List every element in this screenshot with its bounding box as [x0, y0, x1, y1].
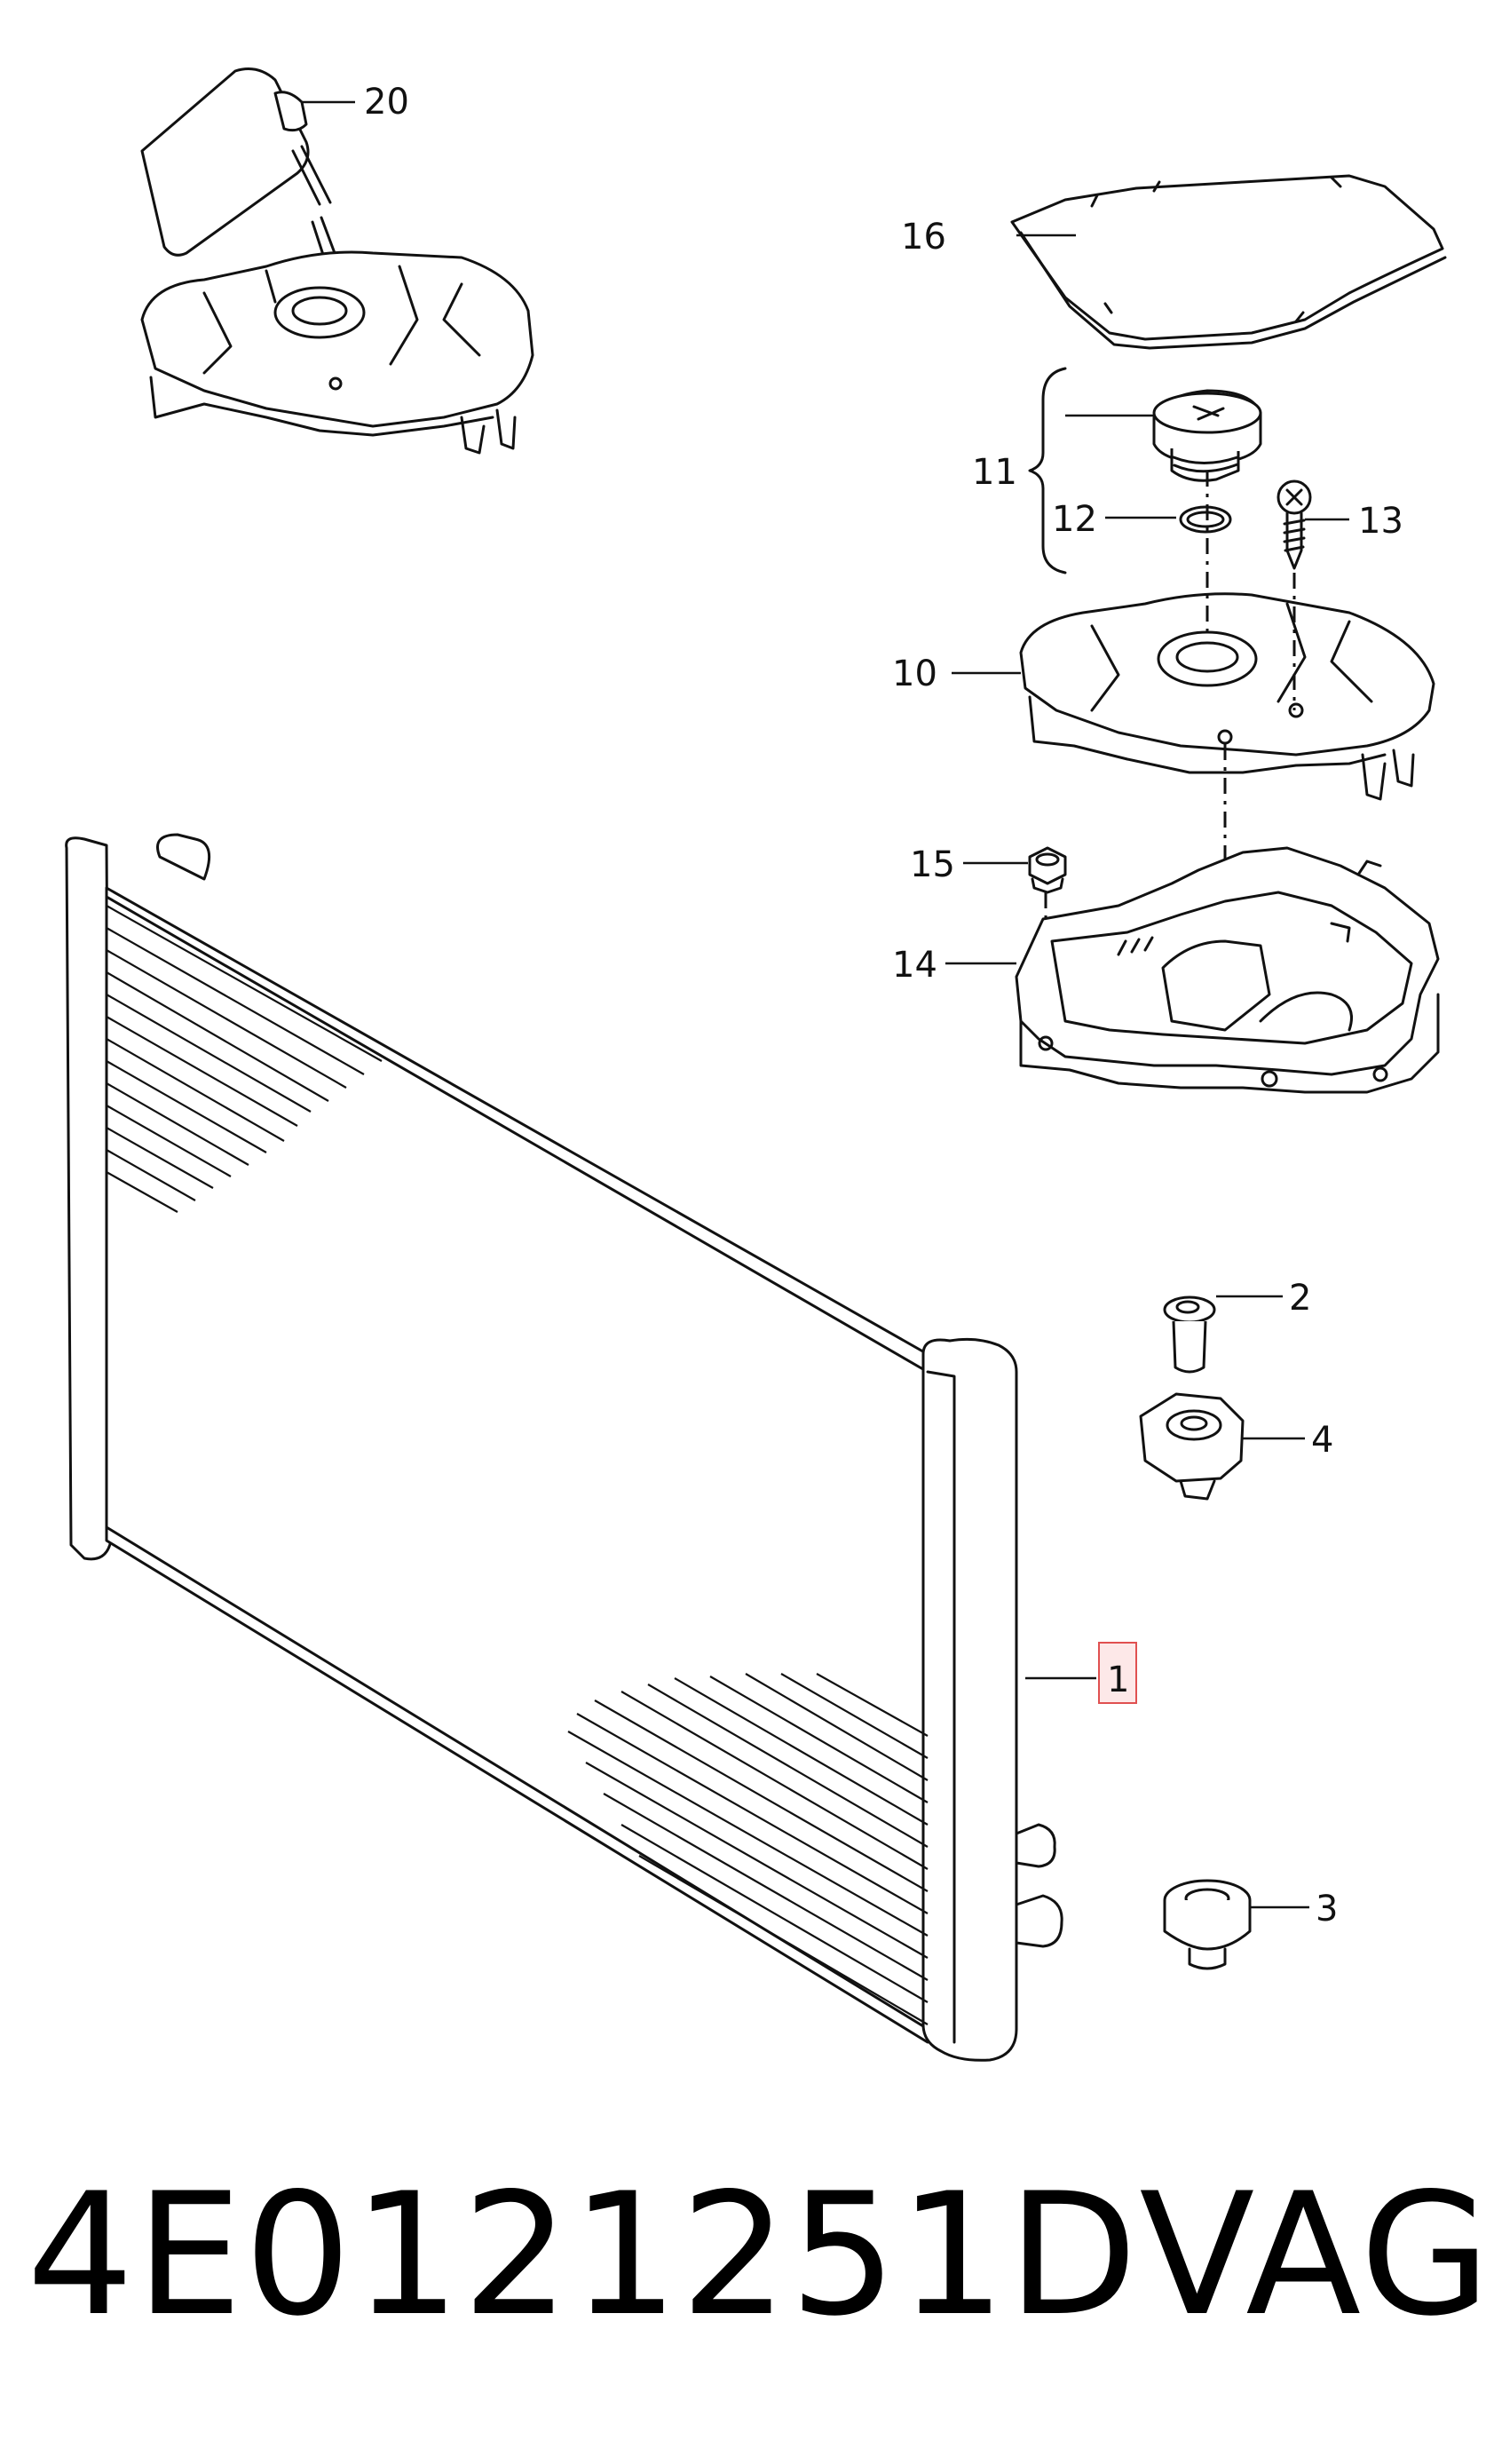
part-1-radiator	[65, 833, 1063, 2062]
callout-4: 4	[1311, 1420, 1333, 1461]
callout-12: 12	[1052, 499, 1097, 540]
part-2-pin	[1163, 1295, 1216, 1374]
callout-14: 14	[892, 945, 937, 986]
leader-lines	[945, 234, 1349, 1909]
part-11-filler-cap	[1152, 389, 1262, 482]
callout-20: 20	[364, 82, 409, 123]
callout-13: 13	[1358, 501, 1403, 542]
part-20-coolant-jug	[140, 67, 355, 304]
part-20-expansion-tank	[140, 250, 534, 455]
callout-labels: 20 16 11 12 13 10 15 14 2 4 1 3	[364, 82, 1403, 1929]
radiator-fins-bottom	[567, 1673, 929, 2025]
part-number-label: 4E0121251D	[27, 2157, 1140, 2353]
callout-1: 1	[1107, 1660, 1129, 1700]
part-4-rubber-mount	[1139, 1392, 1245, 1501]
part-3-rubber-grommet	[1163, 1879, 1252, 1970]
part-14-bracket	[1015, 846, 1440, 1094]
brand-label: VAG	[1139, 2157, 1486, 2353]
callout-3: 3	[1316, 1889, 1338, 1929]
part-12-o-ring	[1179, 505, 1232, 534]
part-10-expansion-tank	[1019, 592, 1435, 801]
part-11-bracket	[1028, 367, 1067, 574]
part-13-screw	[1277, 479, 1312, 570]
callout-2: 2	[1289, 1278, 1311, 1319]
callout-16: 16	[901, 217, 946, 257]
radiator-fins-top	[106, 905, 383, 1213]
callout-1-highlight	[1098, 1642, 1137, 1704]
caption: 4E0121251D VAG	[27, 2157, 1486, 2353]
part-15-nut	[1028, 846, 1067, 894]
callout-15: 15	[910, 844, 955, 885]
callout-11: 11	[972, 452, 1017, 493]
part-16-cover	[1010, 174, 1447, 350]
callout-10: 10	[892, 654, 937, 694]
